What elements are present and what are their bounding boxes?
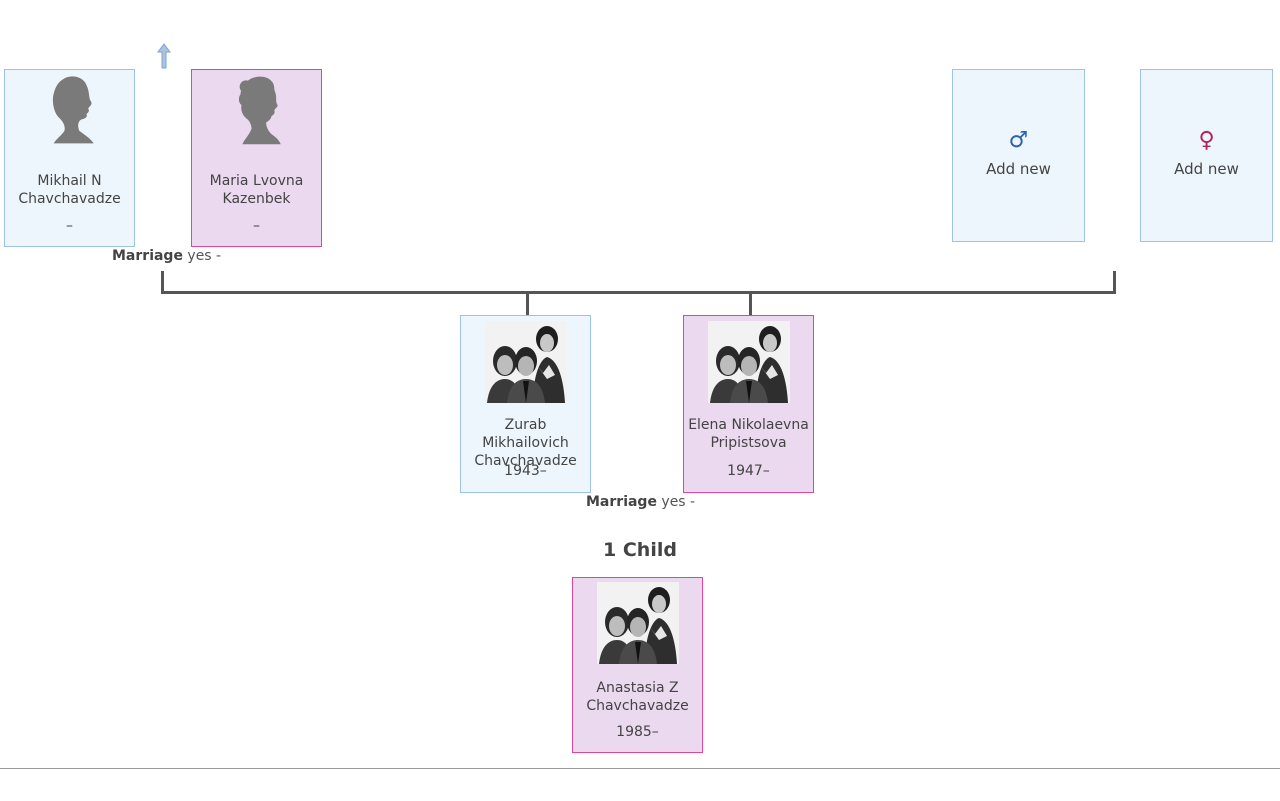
parents-marriage-info: Marriage yes -: [112, 248, 221, 264]
footer-divider: [0, 768, 1280, 769]
marriage-label: Marriage: [112, 248, 183, 264]
person-card-wife[interactable]: Elena Nikolaevna Pripistsova 1947–: [683, 315, 814, 493]
add-new-label: Add new: [986, 160, 1051, 178]
person-name-line2: Chavchavadze: [18, 191, 121, 207]
person-name-line2: Kazenbek: [222, 191, 291, 207]
female-silhouette-icon: [238, 76, 281, 145]
person-name-line1: Zurab Mikhailovich: [482, 417, 569, 451]
person-dates: 1947–: [727, 463, 770, 479]
connector-line: [161, 271, 164, 294]
person-name-line1: Anastasia Z: [596, 680, 679, 696]
connector-line: [526, 291, 529, 315]
person-dates: –: [66, 218, 73, 234]
person-card-husband[interactable]: Zurab Mikhailovich Chavchavadze 1943–: [460, 315, 591, 493]
person-card-child[interactable]: Anastasia Z Chavchavadze 1985–: [572, 577, 703, 753]
male-silhouette-icon: [52, 76, 94, 144]
person-dates: –: [253, 218, 260, 234]
person-name-line2: Chavchavadze: [474, 453, 577, 469]
family-photo: [484, 321, 567, 403]
person-name-line2: Chavchavadze: [586, 698, 689, 714]
person-dates: 1943–: [504, 463, 547, 479]
couple-marriage-info: Marriage yes -: [586, 494, 695, 510]
up-arrow-icon[interactable]: [156, 43, 172, 69]
add-new-male-button[interactable]: ♂ Add new: [952, 69, 1085, 242]
marriage-value: yes -: [661, 494, 696, 510]
add-new-female-button[interactable]: ♀ Add new: [1140, 69, 1273, 242]
family-photo: [707, 321, 790, 403]
person-name-line1: Maria Lvovna: [209, 173, 304, 189]
person-name-line2: Pripistsova: [710, 435, 787, 451]
children-title: 1 Child: [603, 539, 677, 561]
connector-line: [1113, 271, 1116, 294]
male-symbol-icon: ♂: [1008, 128, 1029, 153]
person-name-line1: Elena Nikolaevna: [688, 417, 809, 433]
connector-line: [161, 291, 1116, 294]
marriage-value: yes -: [187, 248, 222, 264]
marriage-label: Marriage: [586, 494, 657, 510]
female-symbol-icon: ♀: [1198, 128, 1215, 153]
person-card-father[interactable]: Mikhail N Chavchavadze –: [4, 69, 135, 247]
person-dates: 1985–: [616, 724, 659, 740]
family-photo: [596, 582, 679, 664]
connector-line: [749, 291, 752, 315]
add-new-label: Add new: [1174, 160, 1239, 178]
person-name-line1: Mikhail N: [37, 173, 102, 189]
person-card-mother[interactable]: Maria Lvovna Kazenbek –: [191, 69, 322, 247]
